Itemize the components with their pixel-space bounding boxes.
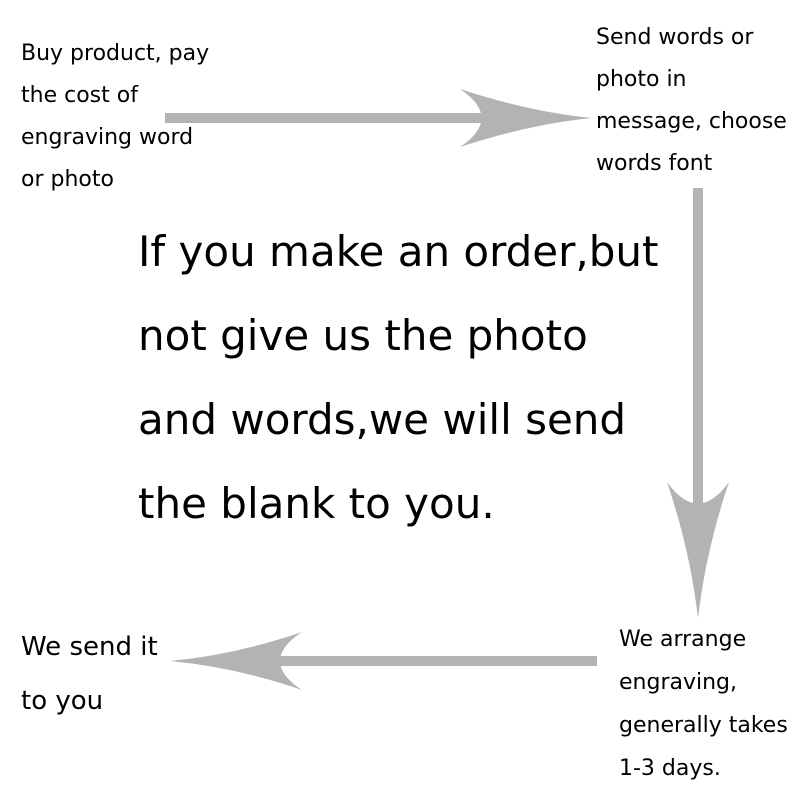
notice-line: the blank to you. xyxy=(138,479,495,528)
step-text-line: We send it xyxy=(21,632,158,662)
step-buy-product: Buy product, pay the cost of engraving w… xyxy=(21,33,209,201)
step-text-line: generally takes xyxy=(619,713,788,738)
step-send-to-you: We send it to you xyxy=(21,620,158,728)
step-text-line: Buy product, pay xyxy=(21,41,210,66)
arrow-left-icon xyxy=(170,632,597,690)
step-text-line: engraving word xyxy=(21,125,194,150)
step-send-words: Send words or photo in message, choose w… xyxy=(596,17,787,185)
step-text-line: engraving, xyxy=(619,670,738,695)
notice-line: and words,we will send xyxy=(138,395,627,444)
step-text-line: the cost of xyxy=(21,83,138,108)
step-text-line: to you xyxy=(21,686,104,716)
blank-order-notice: If you make an order,but not give us the… xyxy=(138,210,659,546)
arrow-down-icon xyxy=(667,188,729,618)
step-arrange-engraving: We arrange engraving, generally takes 1-… xyxy=(619,618,788,790)
step-text-line: Send words or xyxy=(596,25,754,50)
step-text-line: message, choose xyxy=(596,109,787,134)
step-text-line: or photo xyxy=(21,167,114,192)
notice-line: not give us the photo xyxy=(138,311,588,360)
arrow-right-icon xyxy=(165,89,592,147)
step-text-line: photo in xyxy=(596,67,687,92)
step-text-line: 1-3 days. xyxy=(619,756,721,781)
notice-line: If you make an order,but xyxy=(138,227,659,276)
step-text-line: words font xyxy=(596,151,713,176)
step-text-line: We arrange xyxy=(619,627,747,652)
